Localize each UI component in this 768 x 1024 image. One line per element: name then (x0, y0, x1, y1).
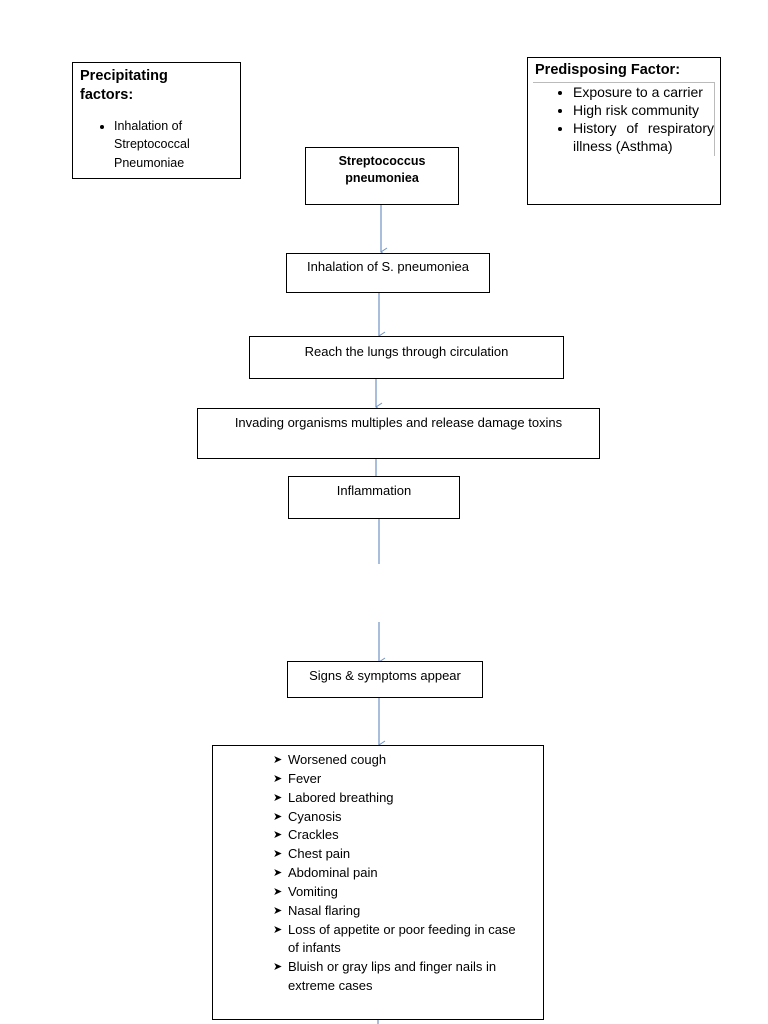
arrowhead-bullet-icon: ➤ (273, 848, 283, 861)
flow-step-inflammation: Inflammation (288, 476, 460, 519)
flow-step-signs-symptoms: Signs & symptoms appear (287, 661, 483, 698)
precipitating-factors-box: Precipitating factors: Inhalation of Str… (72, 62, 241, 179)
flow-step-inhalation: Inhalation of S. pneumoniea (286, 253, 490, 293)
list-item: Exposure to a carrier (573, 83, 714, 101)
list-item: High risk community (573, 101, 714, 119)
arrowhead-bullet-icon: ➤ (273, 754, 283, 766)
flow-step-reach-lungs: Reach the lungs through circulation (249, 336, 564, 379)
arrowhead-bullet-icon: ➤ (273, 961, 283, 974)
flow-step-invading-organisms: Invading organisms multiples and release… (197, 408, 600, 459)
predisposing-factor-title: Predisposing Factor: (535, 62, 681, 78)
flow-start-box: Streptococcus pneumoniea (305, 147, 459, 205)
list-item: ➤Loss of appetite or poor feeding in cas… (273, 921, 516, 956)
arrowhead-bullet-icon: ➤ (273, 867, 283, 880)
predisposing-factor-list: Exposure to a carrier High risk communit… (533, 83, 714, 156)
list-item: ➤Worsened cough (273, 752, 387, 767)
predisposing-factor-list-frame: Exposure to a carrier High risk communit… (533, 81, 715, 156)
list-item: ➤Crackles (273, 827, 339, 843)
symptoms-list: ➤Worsened cough ➤Fever ➤Labored breathin… (213, 746, 543, 996)
list-item: ➤Vomiting (273, 883, 338, 899)
list-item: ➤Fever (273, 770, 322, 786)
predisposing-factor-box: Predisposing Factor: Exposure to a carri… (527, 57, 721, 205)
arrowhead-bullet-icon: ➤ (273, 791, 283, 804)
list-item: ➤Bluish or gray lips and finger nails in… (273, 959, 497, 994)
arrowhead-bullet-icon: ➤ (273, 923, 283, 936)
list-item: ➤Labored breathing (273, 789, 394, 805)
arrowhead-bullet-icon: ➤ (273, 904, 283, 917)
arrowhead-bullet-icon: ➤ (273, 810, 283, 823)
arrowhead-bullet-icon: ➤ (273, 885, 283, 898)
list-item: ➤Nasal flaring (273, 902, 361, 918)
list-item: ➤Chest pain (273, 846, 351, 862)
symptoms-list-box: ➤Worsened cough ➤Fever ➤Labored breathin… (212, 745, 544, 1020)
list-item: Inhalation of Streptococcal Pneumoniae (114, 117, 233, 173)
precipitating-factors-list: Inhalation of Streptococcal Pneumoniae (80, 117, 233, 173)
list-item: ➤Abdominal pain (273, 865, 378, 881)
precipitating-factors-title: Precipitating factors: (80, 68, 168, 103)
arrowhead-bullet-icon: ➤ (273, 772, 283, 785)
arrowhead-bullet-icon: ➤ (273, 829, 283, 842)
list-item: ➤Cyanosis (273, 808, 342, 824)
list-item: History of respiratory illness (Asthma) (573, 119, 714, 155)
